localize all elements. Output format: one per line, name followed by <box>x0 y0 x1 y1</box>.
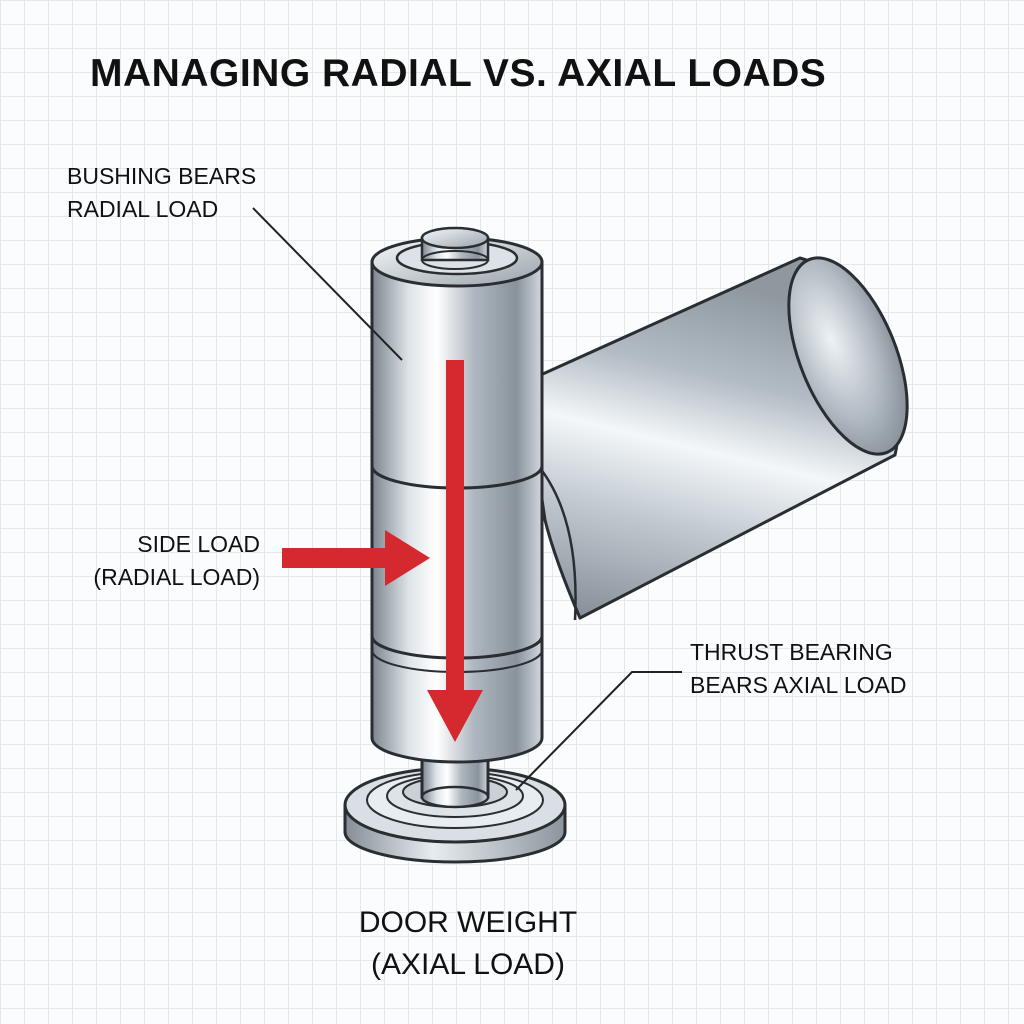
door-weight-label-line-1: DOOR WEIGHT <box>358 906 578 939</box>
door-weight-label: DOOR WEIGHT (AXIAL LOAD) <box>348 902 588 986</box>
thrust-bearing-label: THRUST BEARING BEARS AXIAL LOAD <box>690 636 906 702</box>
side-load-label-line-1: SIDE LOAD <box>137 531 260 557</box>
diagram-title: MANAGING RADIAL VS. AXIAL LOADS <box>90 52 827 95</box>
door-weight-label-line-2: (AXIAL LOAD) <box>371 948 565 981</box>
side-load-label: SIDE LOAD (RADIAL LOAD) <box>74 528 260 594</box>
axial-load-arrow <box>427 360 483 742</box>
bushing-label-line-1: BUSHING BEARS <box>67 163 257 189</box>
thrust-label-line-1: THRUST BEARING <box>690 639 893 665</box>
thrust-leader-line <box>515 671 682 791</box>
thrust-label-line-2: BEARS AXIAL LOAD <box>690 672 907 698</box>
bushing-label-line-2: RADIAL LOAD <box>67 196 219 222</box>
bushing-label: BUSHING BEARS RADIAL LOAD <box>67 160 256 226</box>
side-load-label-line-2: (RADIAL LOAD) <box>93 564 260 590</box>
radial-load-arrow <box>282 530 430 586</box>
horizontal-arm <box>523 256 909 621</box>
bushing-leader-line <box>252 207 403 361</box>
